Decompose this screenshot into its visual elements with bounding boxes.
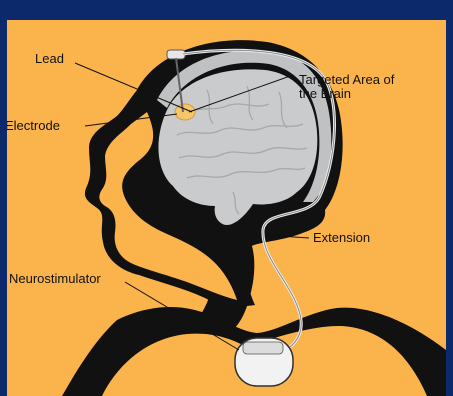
burr-hole-cap	[167, 50, 185, 59]
label-targeted-area-line2: the Brain	[299, 87, 351, 101]
label-targeted-area-line1: Targeted Area of	[299, 73, 394, 87]
label-lead: Lead	[35, 52, 64, 66]
diagram-panel: Lead Targeted Area of the Brain Electrod…	[7, 20, 446, 396]
label-electrode: Electrode	[7, 119, 60, 133]
device-header	[243, 342, 283, 354]
label-neurostimulator: Neurostimulator	[9, 272, 101, 286]
label-extension: Extension	[313, 231, 370, 245]
